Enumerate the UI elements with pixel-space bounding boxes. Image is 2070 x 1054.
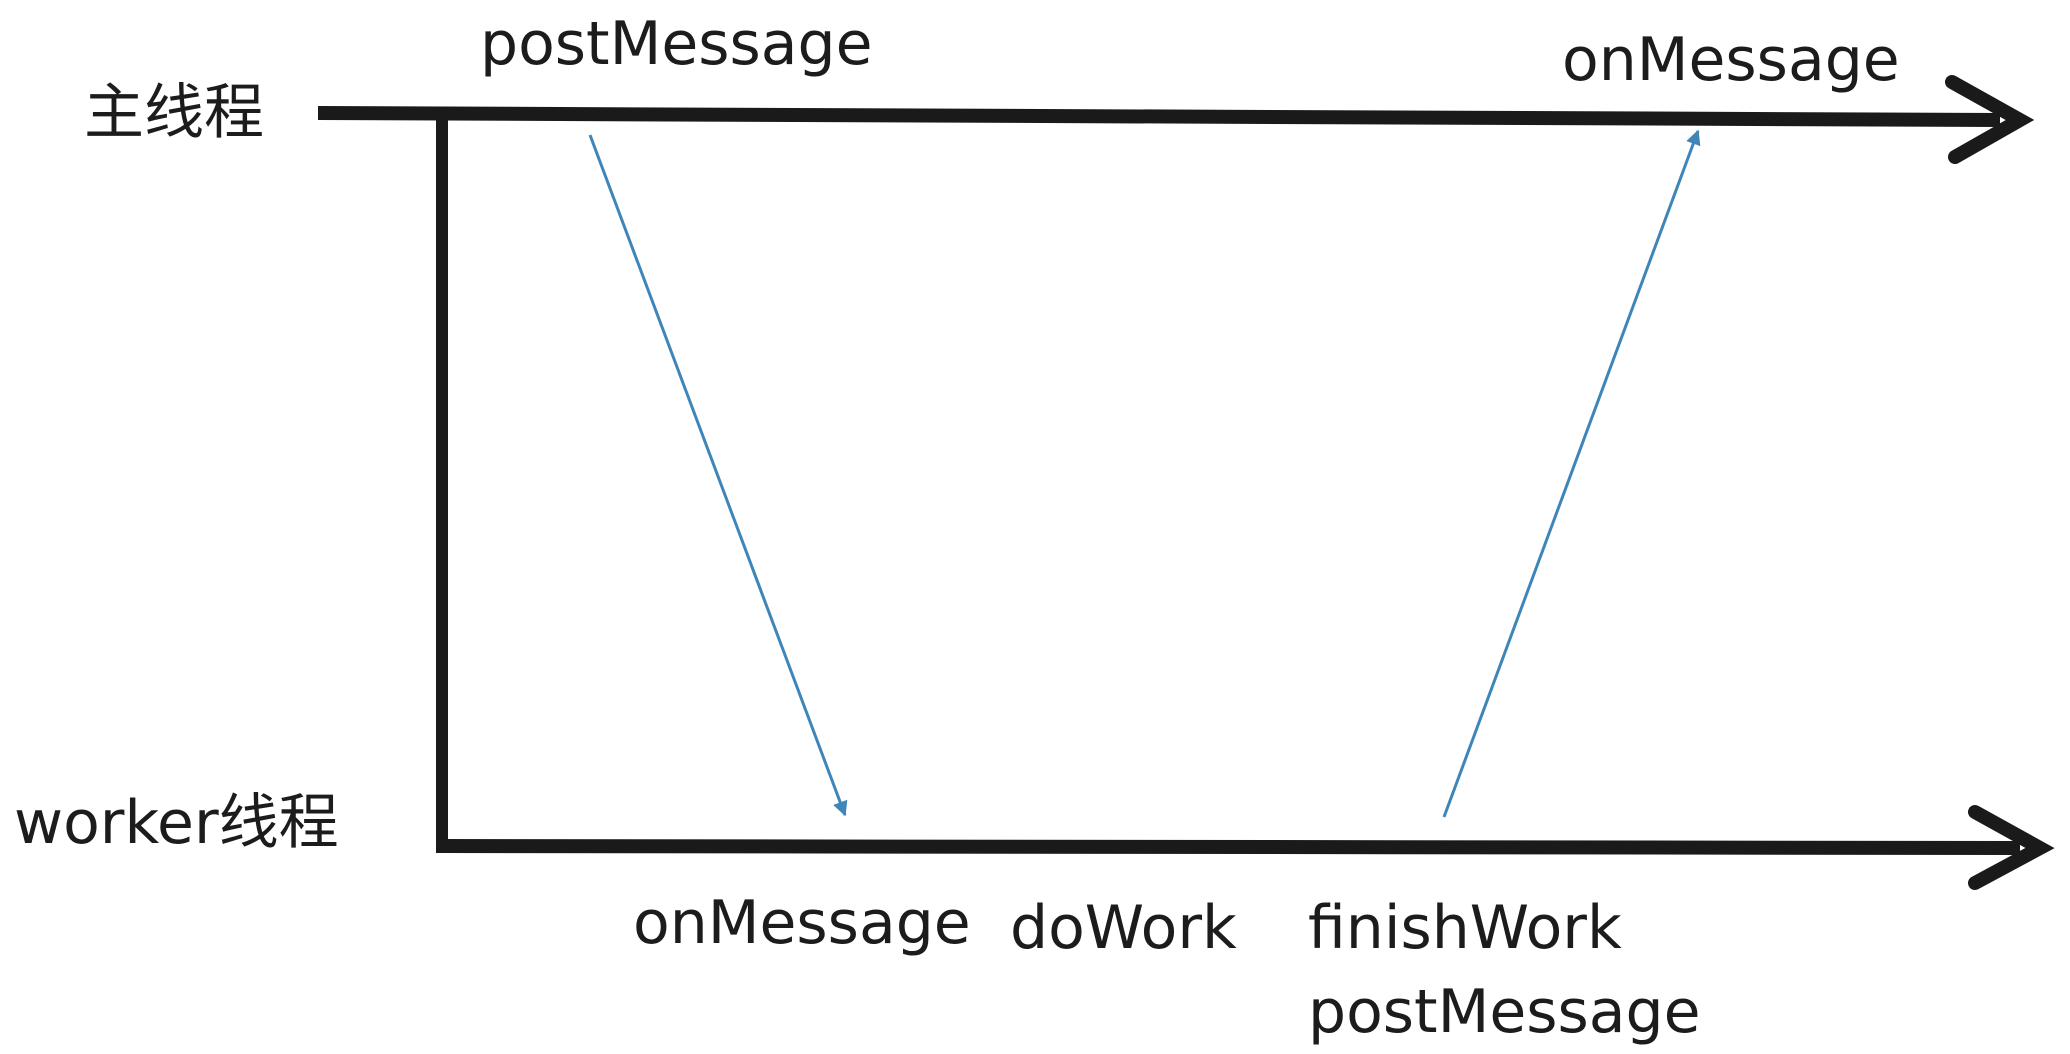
worker-finish-work-label: finishWork — [1308, 893, 1622, 963]
post-to-worker-arrow — [588, 134, 848, 817]
main-thread-label: 主线程 — [84, 78, 264, 148]
worker-post-message-label: postMessage — [1308, 977, 1701, 1047]
worker-thread-label: worker线程 — [14, 788, 339, 858]
main-thread-arrowhead — [1945, 75, 2035, 164]
main-on-message-label: onMessage — [1562, 25, 1900, 95]
main-post-message-label: postMessage — [480, 9, 873, 79]
main-thread-timeline — [317, 106, 2001, 127]
worker-thread-timeline — [435, 839, 2021, 855]
post-to-main-arrow — [1442, 129, 1701, 818]
worker-thread-arrowhead — [1968, 805, 2055, 890]
worker-on-message-label: onMessage — [633, 888, 971, 958]
worker-do-work-label: doWork — [1010, 893, 1237, 963]
